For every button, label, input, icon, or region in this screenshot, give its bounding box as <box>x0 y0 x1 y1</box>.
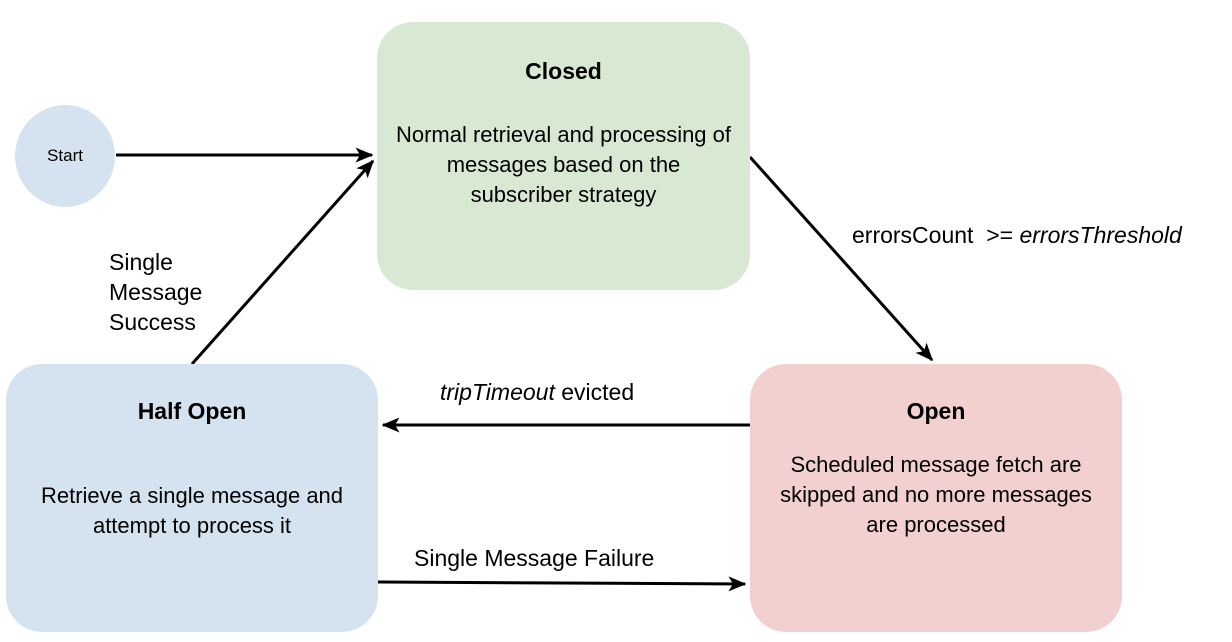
closed-state-title: Closed <box>525 58 602 84</box>
trip-label-plain: evicted <box>554 379 635 405</box>
open-state-node: Open Scheduled message fetch are skipped… <box>750 364 1122 632</box>
errors-label-italic: errorsThreshold <box>1019 222 1182 248</box>
edge-half-open-to-closed <box>190 159 375 365</box>
start-node: Start <box>15 105 115 207</box>
open-state-description: Scheduled message fetch are skipped and … <box>780 452 1092 537</box>
trip-label-italic: tripTimeout <box>440 379 555 405</box>
edge-closed-to-open <box>748 155 934 362</box>
half-open-state-description: Retrieve a single message and attempt to… <box>40 483 344 538</box>
half-open-state-title: Half Open <box>137 398 247 424</box>
trip-timeout-label: tripTimeout evicted <box>440 377 634 407</box>
errors-label-plain: errorsCount >= <box>852 222 1020 248</box>
start-label: Start <box>47 146 83 165</box>
half-open-state-node: Half Open Retrieve a single message and … <box>6 364 378 632</box>
single-message-success-label: Single Message Success <box>109 249 203 335</box>
edge-half-open-to-open <box>377 576 747 592</box>
single-message-failure-label: Single Message Failure <box>414 545 655 571</box>
closed-state-node: Closed Normal retrieval and processing o… <box>377 22 750 290</box>
errors-threshold-label: errorsCount >= errorsThreshold <box>852 220 1182 250</box>
closed-state-description: Normal retrieval and processing of messa… <box>395 122 732 207</box>
open-state-title: Open <box>906 398 966 424</box>
